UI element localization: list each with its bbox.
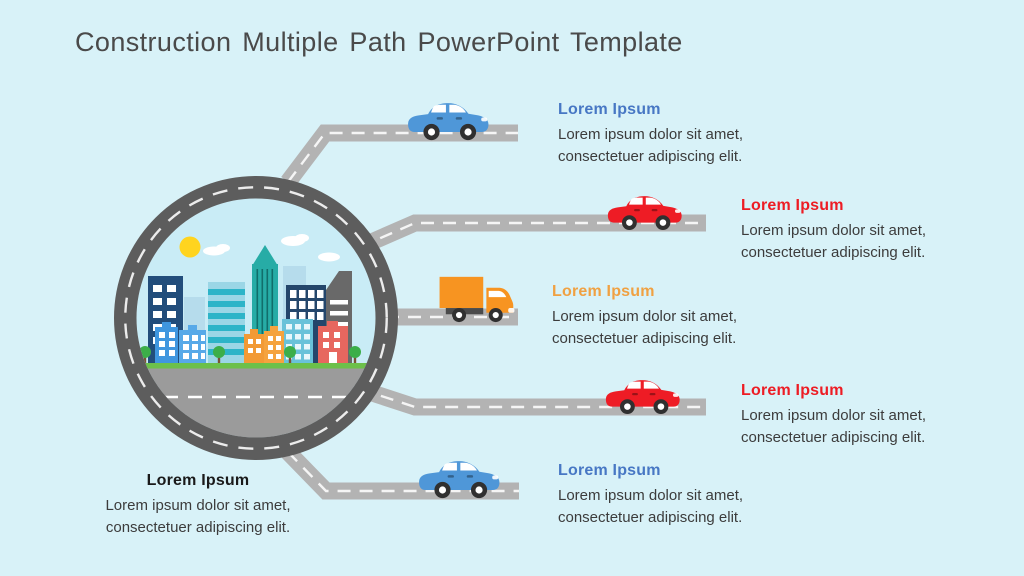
branch-heading: Lorem Ipsum <box>741 197 844 214</box>
sun-icon <box>179 236 201 258</box>
road-branch-5 <box>281 446 519 500</box>
grass-strip <box>136 363 376 369</box>
branch-text-4: Lorem Ipsum Lorem ipsum dolor sit amet,c… <box>741 382 926 449</box>
branch-text-3: Lorem Ipsum Lorem ipsum dolor sit amet,c… <box>552 283 737 350</box>
orange-truck-icon <box>439 276 515 323</box>
footer-heading: Lorem Ipsum <box>146 472 250 489</box>
slide-title: Construction Multiple Path PowerPoint Te… <box>75 27 683 57</box>
branch-text-5: Lorem Ipsum Lorem ipsum dolor sit amet,c… <box>558 462 743 529</box>
branch-text-2: Lorem Ipsum Lorem ipsum dolor sit amet,c… <box>741 197 926 264</box>
branch-heading: Lorem Ipsum <box>552 283 655 300</box>
circular-ring-road <box>114 176 398 460</box>
branch-body: Lorem ipsum dolor sit amet,consectetuer … <box>552 308 738 347</box>
cloud-icons <box>203 234 340 262</box>
branch-body: Lorem ipsum dolor sit amet,consectetuer … <box>741 222 927 261</box>
footer-text-block: Lorem Ipsum Lorem ipsum dolor sit amet,c… <box>84 472 312 539</box>
branch-body: Lorem ipsum dolor sit amet,consectetuer … <box>558 487 744 526</box>
branch-heading: Lorem Ipsum <box>558 101 661 118</box>
road-branch-1 <box>281 124 518 188</box>
skyline-buildings <box>139 245 361 363</box>
branch-text-1: Lorem Ipsum Lorem ipsum dolor sit amet,c… <box>558 101 743 168</box>
road-branch-4 <box>357 380 706 416</box>
branch-heading: Lorem Ipsum <box>741 382 844 399</box>
branch-body: Lorem ipsum dolor sit amet,consectetuer … <box>741 407 927 446</box>
branch-heading: Lorem Ipsum <box>558 462 661 479</box>
branch-body: Lorem ipsum dolor sit amet,consectetuer … <box>558 126 744 165</box>
road-branch-2 <box>356 214 706 255</box>
footer-body: Lorem ipsum dolor sit amet,consectetuer … <box>105 497 291 536</box>
